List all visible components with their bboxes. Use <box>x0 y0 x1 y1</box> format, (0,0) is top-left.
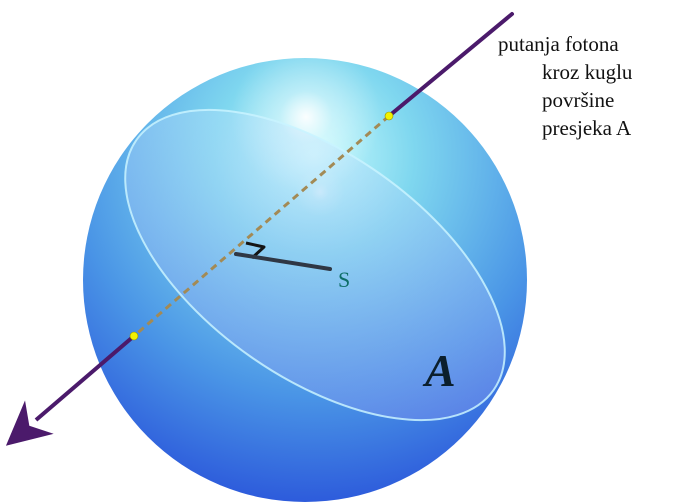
photon-path-outer-top <box>387 12 514 118</box>
right-angle-marker <box>245 241 266 260</box>
photon-path-outer-bottom <box>5 334 136 446</box>
radius-line <box>234 252 332 271</box>
photon-path-inside <box>133 114 390 338</box>
area-label: A <box>422 345 456 396</box>
caption-line-2: kroz kuglu <box>542 60 633 84</box>
center-label: S <box>338 267 350 292</box>
caption-line-3: površine <box>542 88 615 112</box>
exit-point <box>129 331 139 341</box>
entry-point <box>384 111 394 121</box>
caption: putanja fotona kroz kuglu površine presj… <box>498 30 683 142</box>
caption-line-4: presjeka A <box>542 116 632 140</box>
caption-line-1: putanja fotona <box>498 32 619 56</box>
